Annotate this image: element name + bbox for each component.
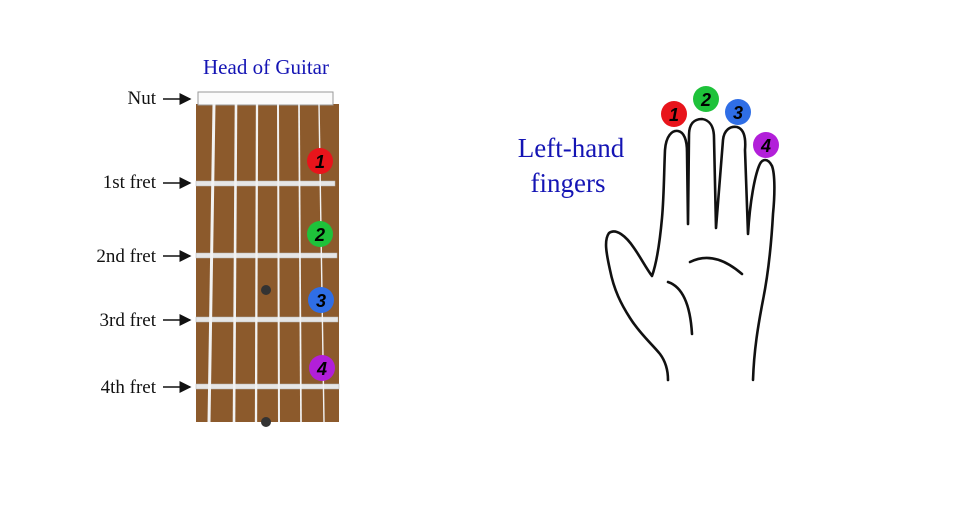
fretboard-finger-3: 3	[308, 287, 334, 313]
finger-number-4: 4	[316, 359, 327, 379]
finger-number-3: 3	[316, 291, 326, 311]
palm-line-2	[666, 280, 694, 336]
hand-finger-4: 4	[753, 132, 779, 158]
string-3	[277, 103, 280, 423]
label-fret-1: 1st fret	[103, 172, 157, 193]
string-5	[232, 103, 238, 423]
hand-finger-number-1: 1	[669, 105, 679, 125]
finger-dot-1	[307, 148, 333, 174]
hand-finger-number-3: 3	[733, 103, 743, 123]
fret-marker-dot	[261, 285, 271, 295]
hand-finger-number-2: 2	[700, 90, 711, 110]
hand-finger-number-4: 4	[760, 136, 771, 156]
label-fret-2: 2nd fret	[96, 246, 156, 267]
hand-finger-dot-3	[725, 99, 751, 125]
fretboard-finger-2: 2	[307, 221, 333, 247]
finger-dot-4	[309, 355, 335, 381]
finger-number-1: 1	[315, 152, 325, 172]
hand-label-line1: Left-hand	[518, 133, 625, 163]
fretboard-finger-1: 1	[307, 148, 333, 174]
nut	[197, 91, 334, 106]
string-4	[254, 103, 259, 423]
fret-wire-4	[195, 383, 340, 390]
fret-labels: Nut 1st fret 2nd fret 3rd fret 4th fret	[96, 88, 192, 398]
label-nut: Nut	[128, 88, 157, 109]
hand-finger-dot-4	[753, 132, 779, 158]
fret-wires	[195, 180, 340, 390]
string-2	[298, 103, 302, 423]
hand-finger-1: 1	[661, 101, 687, 127]
label-fret-3: 3rd fret	[100, 310, 157, 331]
strings	[207, 103, 325, 423]
fret-wire-1	[195, 180, 336, 187]
fretboard-title: Head of Guitar	[203, 55, 329, 79]
label-fret-4: 4th fret	[101, 377, 157, 398]
fretboard-finger-4: 4	[309, 355, 335, 381]
hand-finger-dot-1	[661, 101, 687, 127]
hand-finger-2: 2	[693, 86, 719, 112]
hand-label-line2: fingers	[531, 168, 606, 198]
fret-marker-dot-partial	[261, 417, 271, 427]
finger-dot-2	[307, 221, 333, 247]
hand-finger-3: 3	[725, 99, 751, 125]
finger-dot-3	[308, 287, 334, 313]
fret-wire-2	[195, 252, 338, 259]
palm-line-1	[688, 256, 744, 276]
fret-wire-3	[195, 316, 339, 323]
string-6	[207, 103, 216, 423]
finger-number-2: 2	[314, 225, 325, 245]
hand-finger-dot-2	[693, 86, 719, 112]
hand-icon	[604, 117, 776, 382]
